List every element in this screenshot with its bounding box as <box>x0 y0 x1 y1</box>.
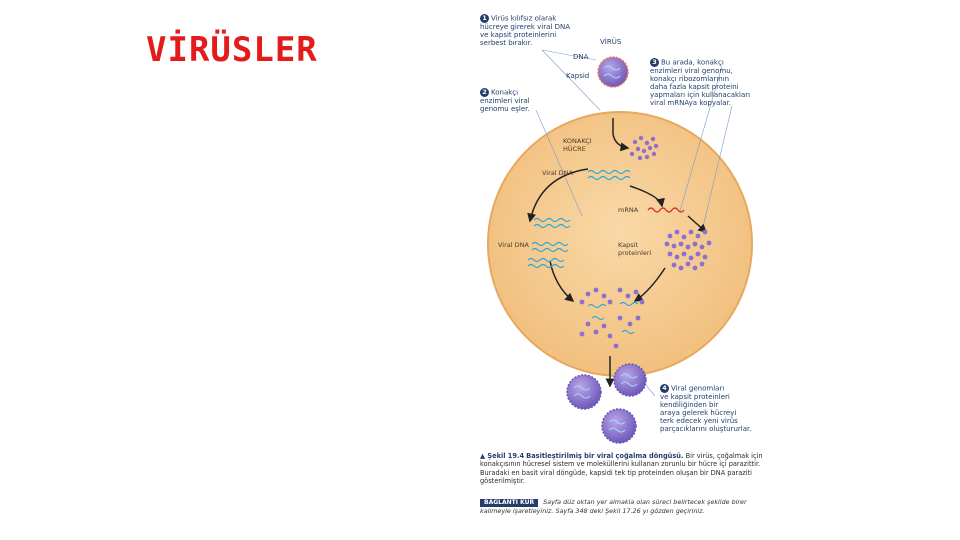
step-4-text: Viral genomları ve kapsit proteinleri ke… <box>660 385 752 434</box>
viral-replication-figure: VİRÜS DNA Kapsid KONAKÇI HÜCRE Viral DNA… <box>470 6 770 534</box>
dna-label: DNA <box>573 53 588 61</box>
figure-caption: ▲ Şekil 19.4 Basitleştirilmiş bir viral … <box>480 452 768 486</box>
step-3-text: Bu arada, konakçı enzimleri viral genomu… <box>650 59 750 108</box>
step-3-number: 3 <box>650 58 659 67</box>
capsid-label: Kapsid <box>566 72 589 80</box>
capsid-proteins-label: Kapsit proteinleri <box>618 242 651 257</box>
step-4-number: 4 <box>660 384 669 393</box>
step-1-number: 1 <box>480 14 489 23</box>
step-1-text: Virüs kılıfsız olarak hücreye girerek vi… <box>480 15 570 48</box>
host-cell-label: KONAKÇI HÜCRE <box>563 138 592 153</box>
virus-label: VİRÜS <box>600 38 621 46</box>
step-2-number: 2 <box>480 88 489 97</box>
figure-number: ▲ Şekil 19.4 <box>480 452 524 460</box>
viral-dna-label-2: Viral DNA <box>498 242 529 250</box>
viral-dna-label-1: Viral DNA <box>542 170 573 178</box>
page-title: VİRÜSLER <box>146 30 318 70</box>
connection-box: BAĞLANTI KUR Sayfa düz oktan yer almakla… <box>480 498 768 515</box>
connection-badge: BAĞLANTI KUR <box>480 499 538 507</box>
figure-title: Basitleştirilmiş bir viral çoğalma döngü… <box>526 452 683 460</box>
mrna-label: mRNA <box>618 207 638 215</box>
entering-virus <box>598 57 628 87</box>
